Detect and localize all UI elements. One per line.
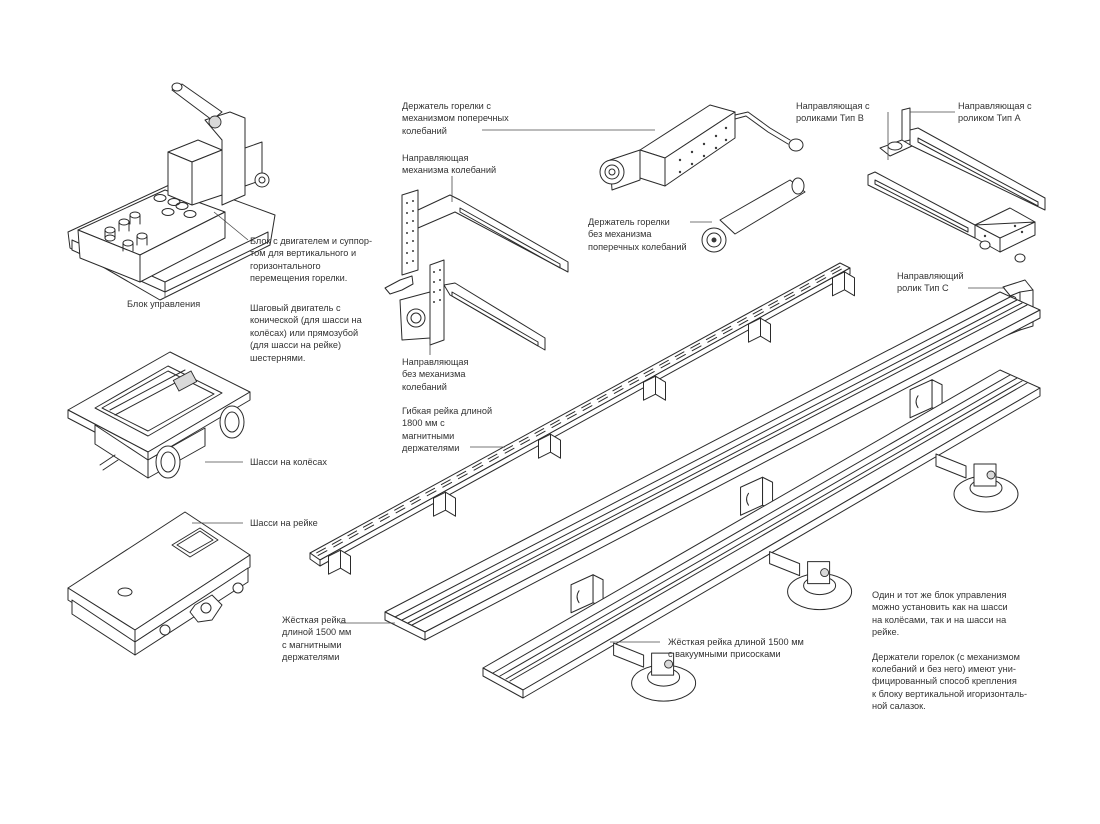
rigid-rail-magnetic-drawing <box>384 291 1041 641</box>
rail-slot <box>503 445 515 454</box>
rail-slot <box>783 291 796 301</box>
rail-slot <box>705 334 718 343</box>
torch-holder-no-oscillation-drawing <box>701 177 806 253</box>
rail-slot <box>440 479 453 488</box>
rail-slot <box>456 470 468 480</box>
rail-slot <box>768 300 780 309</box>
rail-slot <box>347 530 359 539</box>
rail-slot <box>518 436 531 446</box>
rail-slot <box>830 266 842 275</box>
guide-rollers-type-b-drawing <box>867 171 1036 263</box>
rail-slot <box>409 496 421 505</box>
rail-slot <box>534 428 546 437</box>
rail-slot <box>627 376 640 386</box>
label-motor-block: Блок с двигателем и суппор-том для верти… <box>250 236 372 284</box>
rigid-rail-vacuum-drawing <box>482 369 1041 702</box>
rail-slot <box>643 368 655 377</box>
rail-slot <box>550 419 562 429</box>
rail-slot <box>596 393 608 403</box>
rail-slot <box>612 385 624 394</box>
leader-lines <box>164 111 1005 643</box>
label-wheel-chassis: Шасси на колёсах <box>250 457 327 467</box>
rail-slot <box>752 308 764 318</box>
rail-slot <box>690 342 702 352</box>
vacuum-arm <box>935 453 967 479</box>
rail-slot <box>378 513 390 522</box>
rail-slot <box>721 325 733 335</box>
label-control-block: Блок управления <box>127 299 201 309</box>
rail-slot <box>565 411 577 420</box>
rail-slot <box>815 274 827 284</box>
rail-slot <box>425 487 437 497</box>
control-block-drawing <box>67 82 276 301</box>
rail-slot <box>362 521 375 531</box>
rail-slot <box>659 359 671 369</box>
rail-slot <box>316 547 328 556</box>
rail-slot <box>487 453 499 463</box>
vacuum-arm <box>769 551 801 577</box>
rail-slot <box>674 351 686 360</box>
rail-slot <box>472 462 484 471</box>
rail-slot <box>331 538 343 548</box>
rail-slot <box>737 317 749 326</box>
rail-slot <box>394 504 406 514</box>
vacuum-arm <box>613 642 645 668</box>
rail-slot <box>581 402 593 411</box>
torch-holder-oscillation-drawing <box>599 104 804 191</box>
flexible-rail-drawing <box>309 262 855 575</box>
rail-slot <box>799 283 811 292</box>
wheel-chassis-drawing <box>67 351 251 479</box>
label-rail-chassis: Шасси на рейке <box>250 518 318 528</box>
guide-no-oscillation-drawing <box>384 259 546 351</box>
rail-chassis-drawing <box>67 511 251 656</box>
guide-oscillation-drawing <box>401 189 569 276</box>
